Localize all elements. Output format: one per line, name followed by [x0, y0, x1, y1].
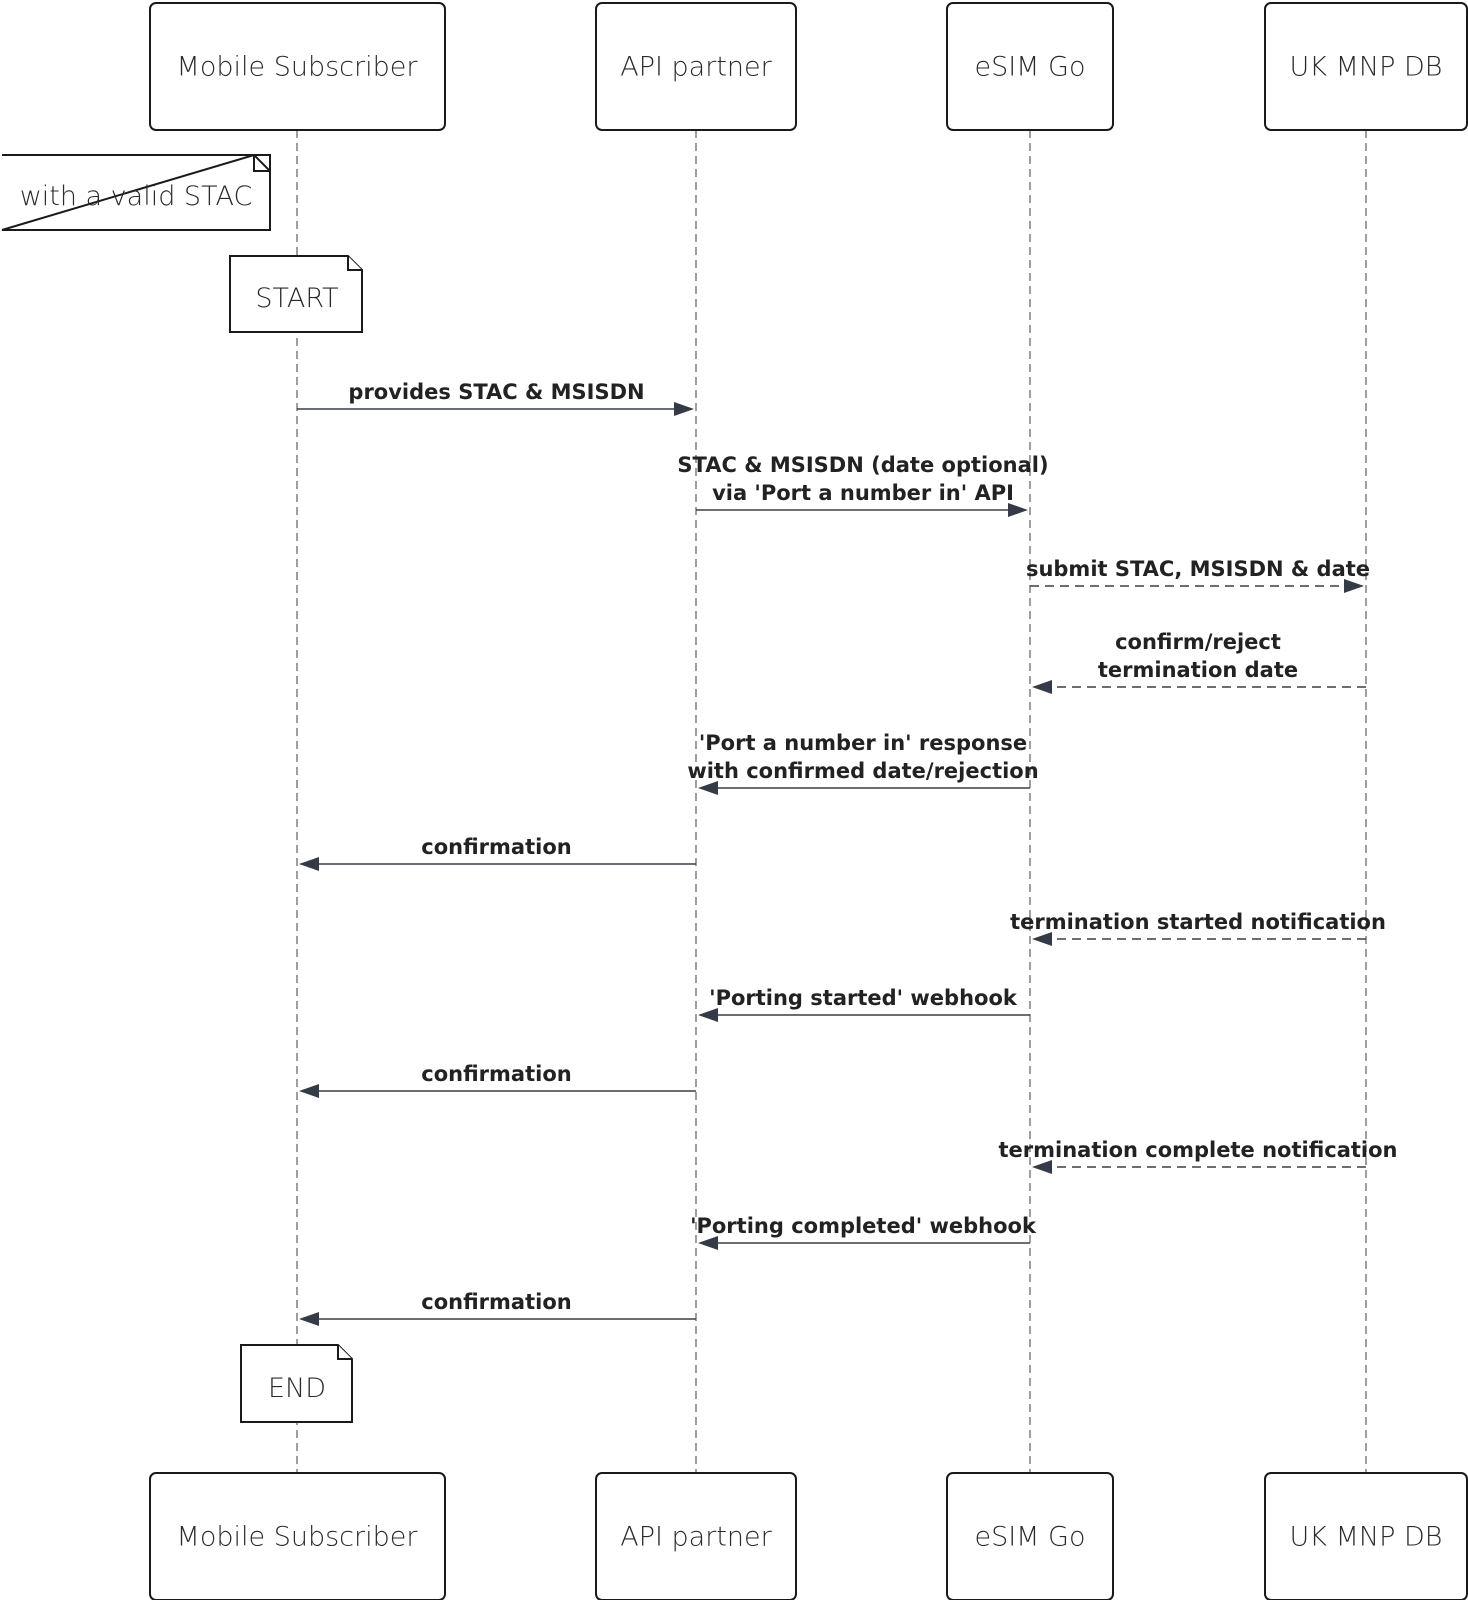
arrow-head-icon — [698, 781, 718, 795]
message-label: termination complete notification — [999, 1138, 1398, 1162]
arrow-head-icon — [698, 1008, 718, 1022]
note-end-text: END — [268, 1373, 326, 1404]
participant-box — [946, 2, 1114, 131]
note-precondition-text: with a valid STAC — [20, 181, 253, 212]
message-3: submit STAC, MSISDN & date — [1026, 557, 1370, 593]
participant-mnp-top: UK MNP DB — [1264, 2, 1468, 131]
notes: with a valid STAC START END — [1, 153, 363, 1423]
note-end: END — [240, 1344, 353, 1423]
arrow-head-icon — [299, 1084, 319, 1098]
message-9: confirmation — [299, 1062, 696, 1098]
arrow-head-icon — [299, 1312, 319, 1326]
note-start-text: START — [255, 283, 338, 314]
message-label: confirmation — [421, 1290, 571, 1314]
message-5: 'Port a number in' response with confirme… — [687, 731, 1039, 795]
participant-label: UK MNP DB — [1290, 1522, 1443, 1553]
participant-label: UK MNP DB — [1290, 52, 1443, 83]
arrow-head-icon — [1008, 503, 1028, 517]
arrow-head-icon — [1032, 680, 1052, 694]
participant-label: API partner — [620, 1522, 772, 1553]
participant-partner-top: API partner — [595, 2, 797, 131]
participant-esim-top: eSIM Go — [946, 2, 1114, 131]
message-label: STAC & MSISDN (date optional) — [677, 453, 1048, 477]
message-1: provides STAC & MSISDN — [297, 380, 694, 416]
participant-box — [149, 2, 446, 131]
message-label: 'Port a number in' response — [699, 731, 1027, 755]
message-2: STAC & MSISDN (date optional) via 'Port a… — [677, 453, 1049, 517]
participant-label: eSIM Go — [974, 52, 1085, 83]
message-label: confirmation — [421, 835, 571, 859]
message-4: confirm/reject termination date — [1032, 630, 1366, 694]
message-10: termination complete notification — [999, 1138, 1398, 1174]
arrow-head-icon — [1032, 1160, 1052, 1174]
message-7: termination started notification — [1010, 910, 1386, 946]
message-label: provides STAC & MSISDN — [348, 380, 644, 404]
message-label: confirmation — [421, 1062, 571, 1086]
participant-esim-bottom: eSIM Go — [946, 1472, 1114, 1600]
arrow-head-icon — [1032, 932, 1052, 946]
note-start: START — [229, 255, 363, 333]
participant-partner-bottom: API partner — [595, 1472, 797, 1600]
message-label: submit STAC, MSISDN & date — [1026, 557, 1370, 581]
message-8: 'Porting started' webhook — [698, 986, 1030, 1022]
participant-box — [1264, 2, 1468, 131]
message-label: with confirmed date/rejection — [687, 759, 1038, 783]
participant-label: eSIM Go — [974, 1522, 1085, 1553]
participant-box — [1264, 1472, 1468, 1600]
note-precondition: with a valid STAC — [1, 153, 271, 231]
participant-box — [595, 2, 797, 131]
participants-top: Mobile Subscriber API partner eSIM Go UK MN… — [149, 2, 1468, 131]
message-11: 'Porting completed' webhook — [690, 1214, 1037, 1250]
participant-mnp-bottom: UK MNP DB — [1264, 1472, 1468, 1600]
arrow-head-icon — [674, 402, 694, 416]
participant-subscriber-top: Mobile Subscriber — [149, 2, 446, 131]
message-label: 'Porting completed' webhook — [690, 1214, 1037, 1238]
participant-box — [946, 1472, 1114, 1600]
participant-box — [595, 1472, 797, 1600]
message-12: confirmation — [299, 1290, 696, 1326]
message-label: termination started notification — [1010, 910, 1386, 934]
message-label: via 'Port a number in' API — [712, 481, 1014, 505]
arrow-head-icon — [1344, 579, 1364, 593]
message-label: termination date — [1098, 658, 1298, 682]
arrow-head-icon — [299, 857, 319, 871]
participants-bottom: Mobile Subscriber API partner eSIM Go UK MN… — [149, 1472, 1468, 1600]
message-label: confirm/reject — [1115, 630, 1281, 654]
messages: provides STAC & MSISDN STAC & MSISDN (dat… — [297, 380, 1398, 1326]
participant-subscriber-bottom: Mobile Subscriber — [149, 1472, 446, 1600]
arrow-head-icon — [698, 1236, 718, 1250]
message-6: confirmation — [299, 835, 696, 871]
participant-box — [149, 1472, 446, 1600]
participant-label: Mobile Subscriber — [177, 52, 419, 83]
participant-label: API partner — [620, 52, 772, 83]
participant-label: Mobile Subscriber — [177, 1522, 419, 1553]
message-label: 'Porting started' webhook — [709, 986, 1018, 1010]
lifelines — [296, 130, 1367, 1473]
